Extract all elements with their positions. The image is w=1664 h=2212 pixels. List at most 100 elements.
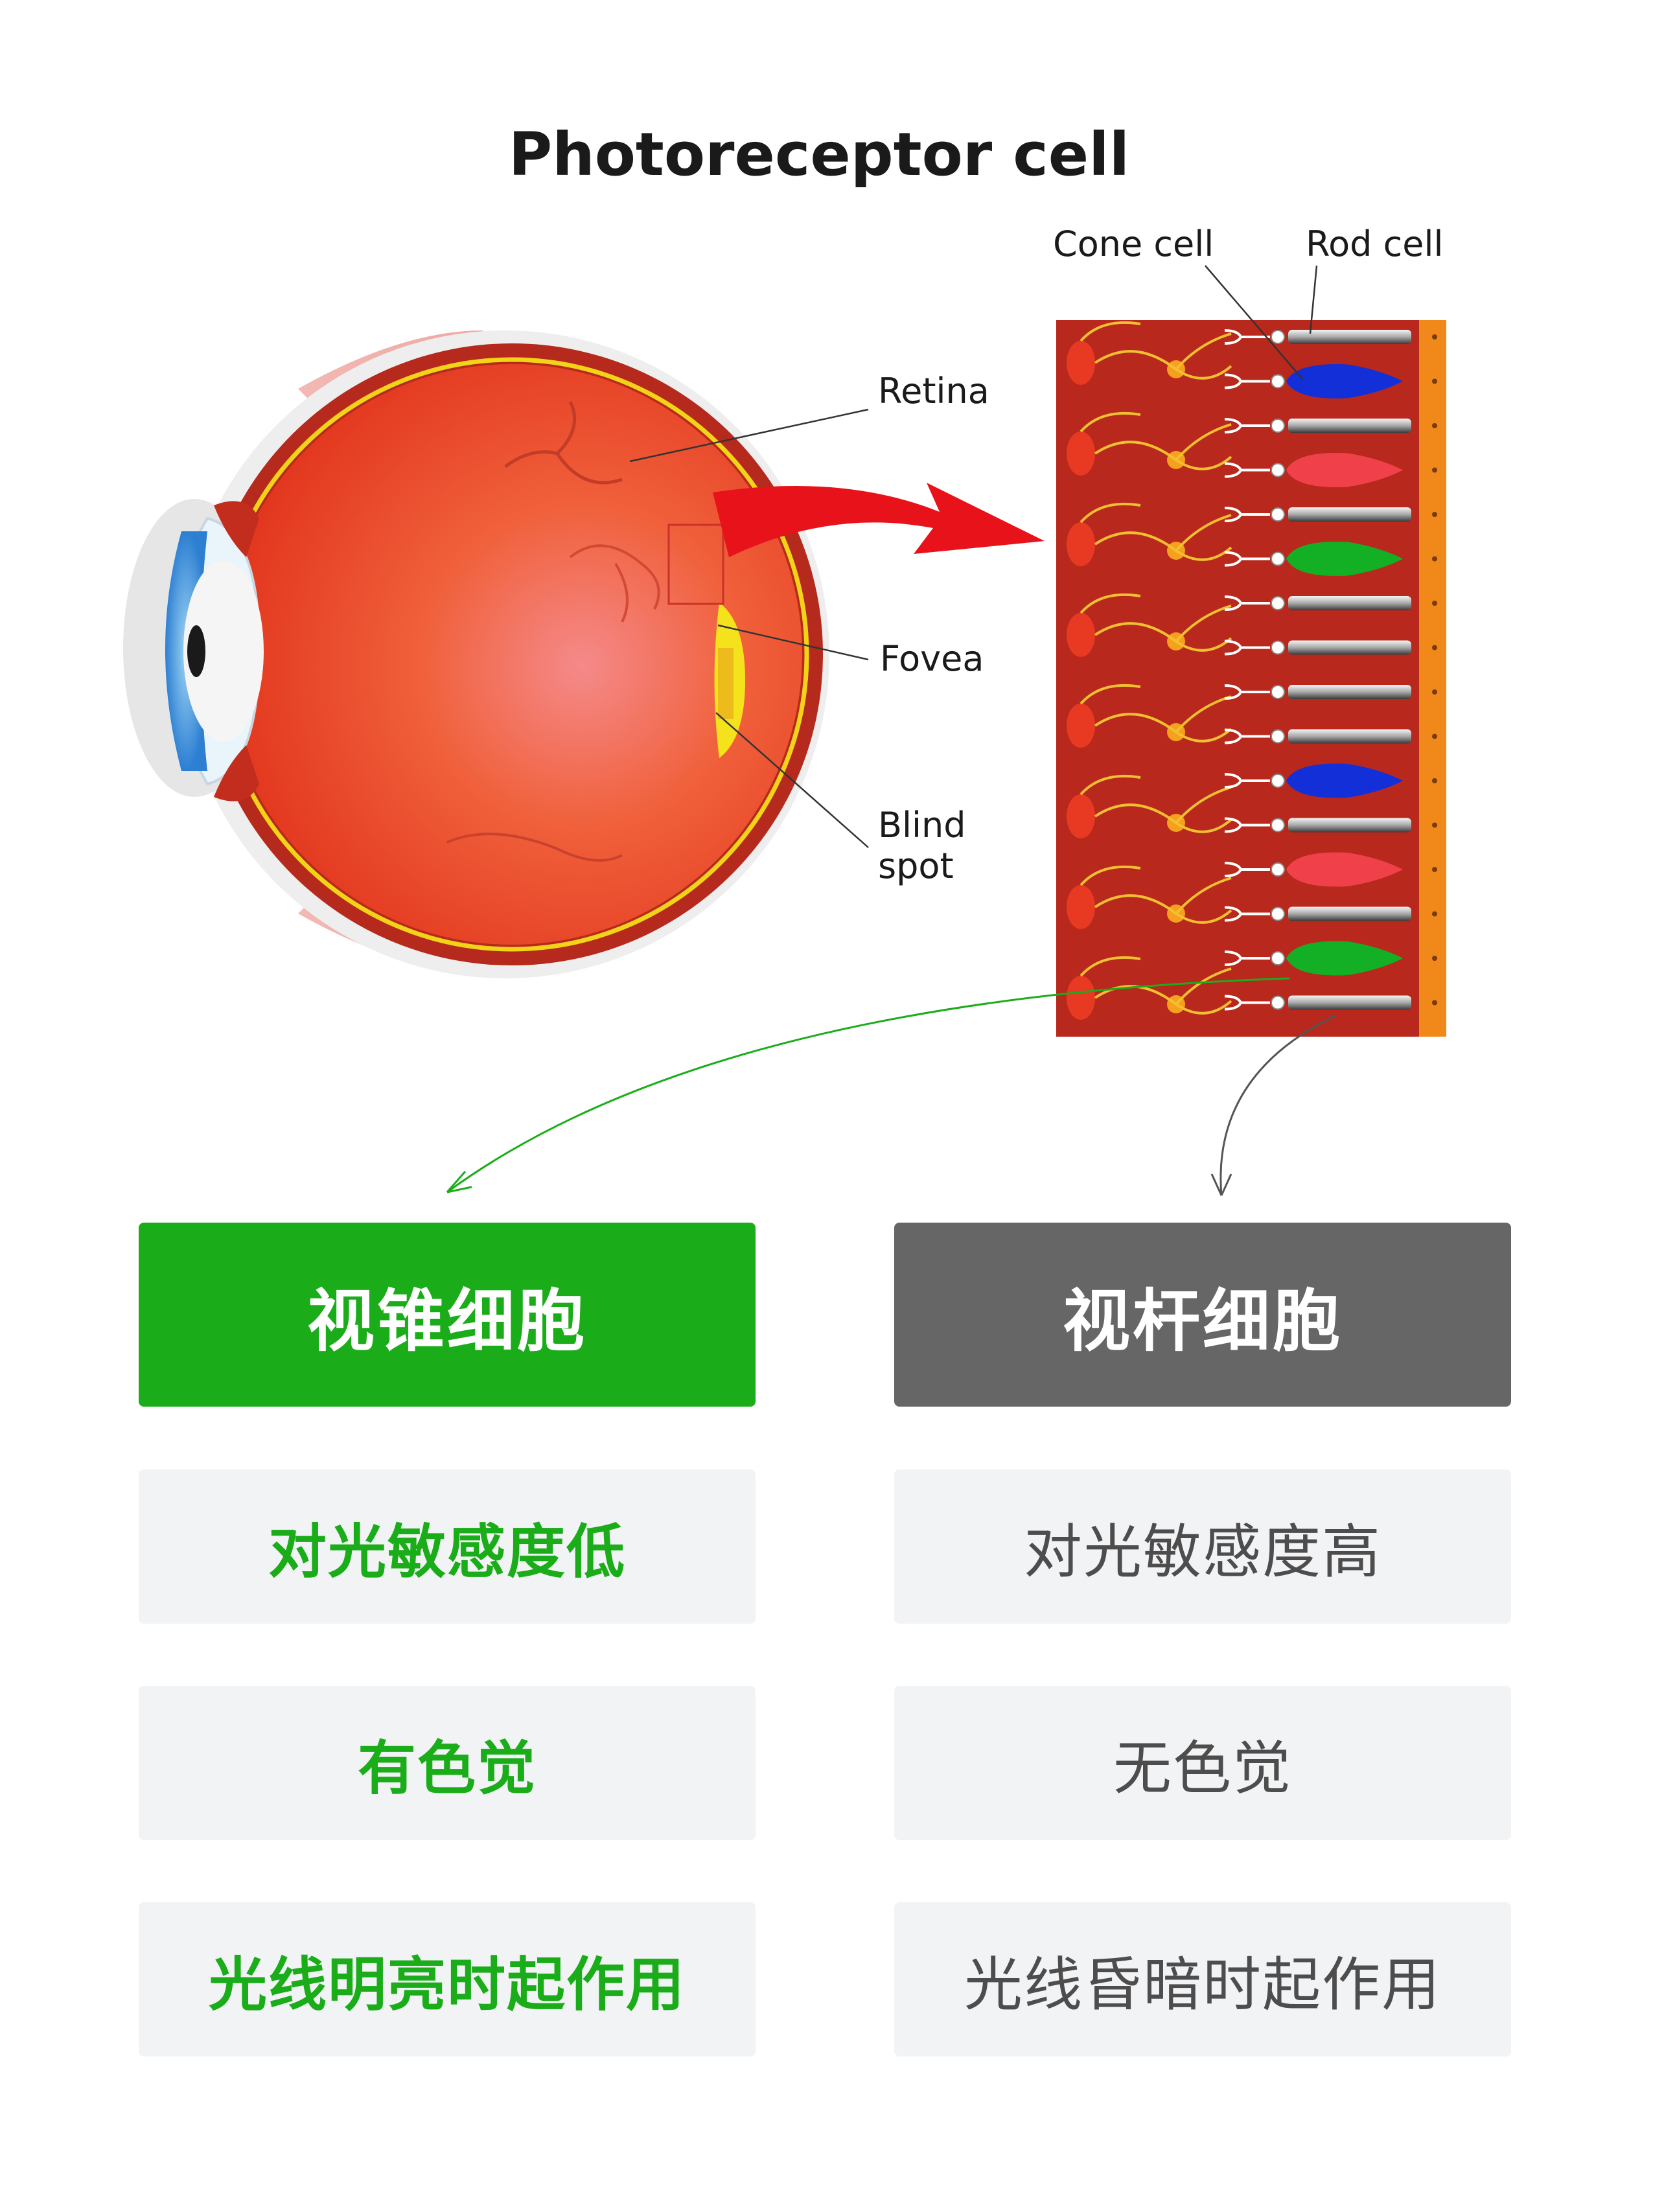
- pigment-dot: [1432, 334, 1437, 340]
- figure-title: Photoreceptor cell: [509, 120, 1129, 189]
- pigment-dot: [1432, 601, 1437, 606]
- synapse: [1224, 817, 1270, 833]
- cone-cell-shape: [1286, 763, 1403, 798]
- cell-nucleus: [1271, 596, 1285, 610]
- ganglion-cell: [1067, 794, 1095, 838]
- rod-cell-shape: [1288, 818, 1411, 833]
- label-blind-spot-1: Blind: [878, 805, 966, 846]
- pigment-dot: [1432, 867, 1437, 872]
- rod-cell-shape: [1288, 507, 1411, 522]
- rod-cell-row: 无色觉: [894, 1686, 1511, 1840]
- cone-cell-row-text: 光线明亮时起作用: [209, 1951, 686, 2019]
- rod-cell-shape: [1288, 419, 1411, 433]
- rod-cell-shape: [1288, 685, 1411, 699]
- cell-nucleus: [1271, 374, 1285, 389]
- synapse: [1224, 995, 1270, 1011]
- cell-nucleus: [1271, 729, 1285, 744]
- cone-cell-shape: [1286, 941, 1403, 976]
- cell-nucleus: [1271, 640, 1285, 655]
- synapse: [1224, 462, 1270, 478]
- ganglion-cell: [1067, 432, 1095, 476]
- cone-pointer-arrow: [446, 977, 1290, 1193]
- pigment-dot: [1432, 911, 1437, 917]
- ganglion-cell: [1067, 613, 1095, 657]
- rod-cell-shape: [1288, 640, 1411, 655]
- pigment-dot: [1432, 1000, 1437, 1006]
- ganglion-cell: [1067, 522, 1095, 566]
- synapse: [1224, 862, 1270, 877]
- neuron-fiber: [1080, 502, 1232, 561]
- photoreceptor-diagram: Photoreceptor cell Retina F: [123, 120, 1446, 1196]
- neuron-fiber: [1080, 774, 1232, 833]
- cone-cell-row: 光线明亮时起作用: [139, 1902, 756, 2056]
- pigment-dot: [1432, 778, 1437, 783]
- cone-cell-row: 对光敏感度低: [139, 1469, 756, 1624]
- rod-cell-row: 对光敏感度高: [894, 1469, 1511, 1624]
- ganglion-cell: [1067, 704, 1095, 748]
- synapse: [1224, 773, 1270, 789]
- synapse: [1224, 329, 1270, 345]
- pigment-dot: [1432, 733, 1437, 739]
- rod-pointer-arrow: [1219, 1015, 1335, 1196]
- rod-cell-row: 光线昏暗时起作用: [894, 1902, 1511, 2056]
- synapse: [1224, 507, 1270, 522]
- cone-cell-shape: [1286, 453, 1403, 487]
- rod-cell-header-label: 视杆细胞: [1062, 1281, 1343, 1361]
- cell-nucleus: [1271, 906, 1285, 921]
- cone-cell-header-label: 视锥细胞: [306, 1281, 587, 1361]
- neuron-fiber: [1080, 865, 1232, 924]
- rod-cell-shape: [1288, 729, 1411, 744]
- synapse: [1224, 373, 1270, 389]
- cell-nucleus: [1271, 995, 1285, 1010]
- neuron-fiber: [1080, 593, 1232, 652]
- neuron-fiber: [1080, 411, 1232, 470]
- pigment-dot: [1432, 556, 1437, 562]
- cell-nucleus: [1271, 507, 1285, 522]
- pigment-dot: [1432, 645, 1437, 651]
- cone-cell-row-text: 对光敏感度低: [268, 1518, 626, 1586]
- cell-nucleus: [1271, 818, 1285, 833]
- label-rod-cell: Rod cell: [1306, 224, 1444, 264]
- synapse: [1224, 551, 1270, 567]
- pigment-dot: [1432, 689, 1437, 695]
- rod-cell-row-text: 对光敏感度高: [1024, 1518, 1381, 1586]
- ganglion-cell: [1067, 885, 1095, 929]
- pigment-dot: [1432, 956, 1437, 961]
- rod-cell-row-text: 光线昏暗时起作用: [964, 1951, 1441, 2019]
- cell-nucleus: [1271, 330, 1285, 344]
- pigment-dot: [1432, 467, 1437, 473]
- synapse: [1224, 950, 1270, 966]
- cone-cell-row-text: 有色觉: [358, 1734, 537, 1803]
- synapse: [1224, 595, 1270, 611]
- synapse: [1224, 639, 1270, 656]
- cone-cell-shape: [1286, 542, 1403, 576]
- cell-nucleus: [1271, 551, 1285, 566]
- neuron-fiber: [1080, 321, 1232, 380]
- cell-nucleus: [1271, 862, 1285, 877]
- synapse: [1224, 906, 1270, 922]
- magnify-arrow: [713, 483, 1045, 557]
- rod-cell-shape: [1288, 596, 1411, 610]
- pigment-dot: [1432, 822, 1437, 828]
- pigment-dot: [1432, 512, 1437, 517]
- rod-cell-shape: [1288, 995, 1411, 1010]
- synapse: [1224, 418, 1270, 433]
- ganglion-cell: [1067, 976, 1095, 1020]
- cell-nucleus: [1271, 685, 1285, 699]
- rod-cell-row-text: 无色觉: [1113, 1734, 1292, 1803]
- cell-nucleus: [1271, 463, 1285, 478]
- rod-cell-shape: [1288, 906, 1411, 921]
- retina-cross-section: [1056, 320, 1446, 1037]
- synapse: [1224, 684, 1270, 700]
- label-retina: Retina: [878, 371, 989, 411]
- ganglion-cell: [1067, 341, 1095, 385]
- neuron-fiber: [1080, 684, 1232, 743]
- label-fovea: Fovea: [880, 638, 984, 679]
- rod-cell-header: 视杆细胞: [894, 1223, 1511, 1407]
- cone-cell-shape: [1286, 852, 1403, 887]
- eyeball-illustration: [123, 330, 829, 978]
- pigment-dot: [1432, 423, 1437, 428]
- cone-cell-row: 有色觉: [139, 1686, 756, 1840]
- cone-cell-shape: [1286, 364, 1403, 398]
- cone-cell-header: 视锥细胞: [139, 1223, 756, 1407]
